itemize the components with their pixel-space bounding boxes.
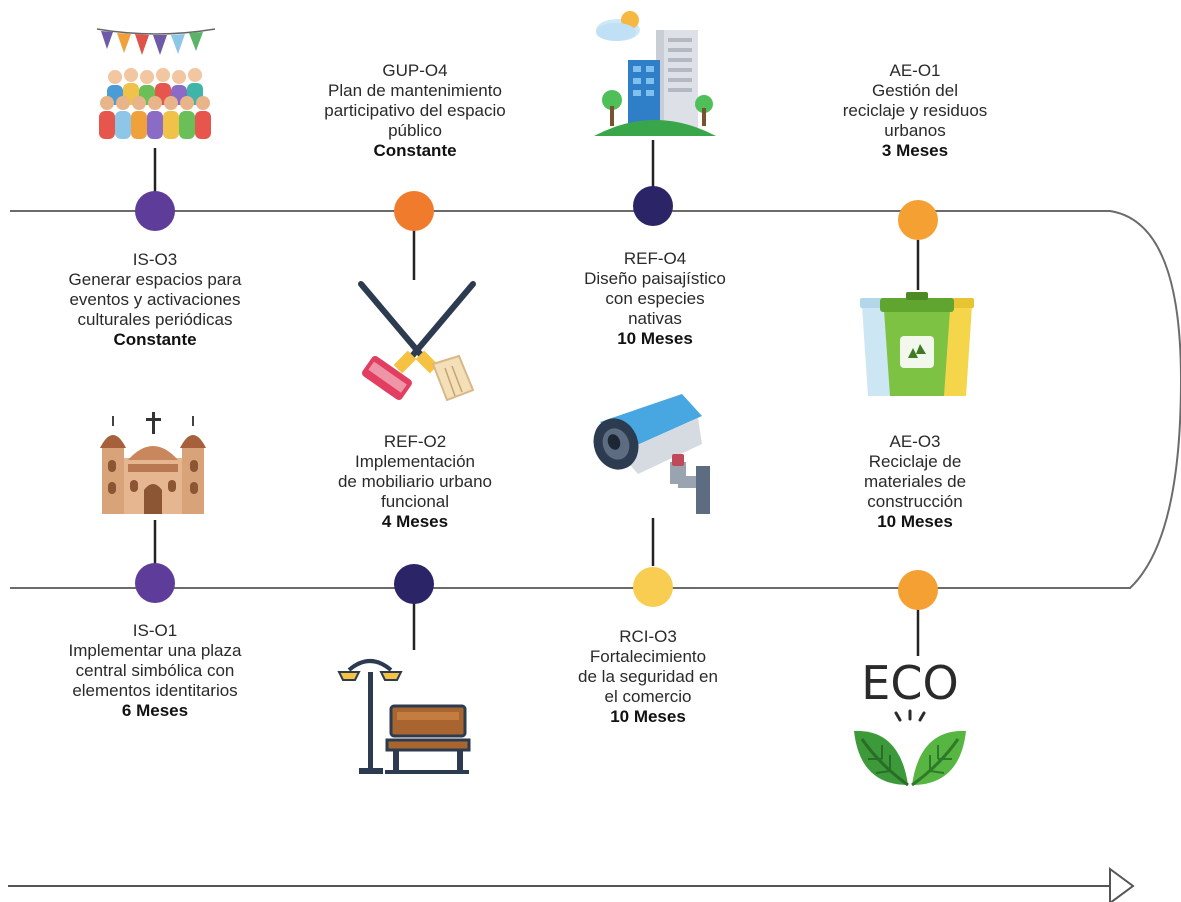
milestone-duration: 3 Meses: [881, 141, 949, 160]
milestone-description: central simbólica con: [75, 661, 235, 680]
milestone-description: funcional: [380, 492, 450, 511]
milestone-dot-ref-o2: [394, 564, 434, 604]
milestone-description: público: [388, 121, 442, 140]
milestone-description: elementos identitarios: [72, 681, 238, 700]
cathedral-icon: [100, 412, 206, 514]
security-camera-icon: [593, 394, 710, 514]
milestone-duration: 10 Meses: [617, 329, 693, 348]
milestone-code: REF-O2: [383, 432, 447, 451]
milestone-description: materiales de: [863, 472, 967, 491]
milestone-label-rci-o3: RCI-O3 Fortalecimiento de la seguridad e…: [548, 627, 748, 727]
milestone-description: con especies: [605, 289, 705, 308]
milestone-code: RCI-O3: [619, 627, 677, 646]
milestone-duration: 10 Meses: [877, 512, 953, 531]
paint-roller-broom-icon: [358, 281, 476, 402]
milestone-label-ref-o2: REF-O2 Implementación de mobiliario urba…: [305, 432, 525, 532]
eco-text: ECO: [861, 656, 958, 710]
milestone-code: GUP-O4: [382, 61, 448, 80]
milestone-description: de mobiliario urbano: [337, 472, 493, 491]
milestone-duration: Constante: [373, 141, 457, 160]
milestone-description: Fortalecimiento: [589, 647, 707, 666]
milestone-dot-gup-o4: [394, 191, 434, 231]
milestone-dot-rci-o3: [633, 567, 673, 607]
timeline-track: [10, 210, 1181, 589]
milestone-label-ref-o4: REF-O4 Diseño paisajístico con especies …: [555, 249, 755, 349]
milestone-label-ae-o3: AE-O3 Reciclaje de materiales de constru…: [820, 432, 1010, 532]
milestone-code: AE-O1: [889, 61, 941, 80]
milestone-description: Generar espacios para: [68, 270, 242, 289]
milestone-code: IS-O1: [132, 621, 178, 640]
milestone-description: Implementar una plaza: [68, 641, 242, 660]
eco-leaves-icon: ECO: [854, 656, 966, 787]
milestone-dot-ref-o4: [633, 186, 673, 226]
milestone-description: construcción: [867, 492, 963, 511]
milestone-dot-is-o3: [135, 191, 175, 231]
festival-crowd-icon: [96, 28, 216, 139]
milestone-description: nativas: [628, 309, 682, 328]
milestone-dot-ae-o1: [898, 200, 938, 240]
milestone-description: Diseño paisajístico: [584, 269, 726, 288]
milestone-description: Implementación: [354, 452, 475, 471]
milestone-code: REF-O4: [623, 249, 687, 268]
milestone-label-ae-o1: AE-O1 Gestión del reciclaje y residuos u…: [810, 61, 1020, 161]
connectors: [153, 140, 920, 656]
milestone-label-is-o1: IS-O1 Implementar una plaza central simb…: [45, 621, 265, 721]
milestone-dot-is-o1: [135, 563, 175, 603]
recycling-bins-icon: [860, 292, 974, 396]
milestone-description: Plan de mantenimiento: [328, 81, 502, 100]
milestone-description: el comercio: [604, 687, 692, 706]
bench-streetlamp-icon: [337, 659, 471, 774]
milestone-description: Gestión del: [872, 81, 958, 100]
milestone-label-is-o3: IS-O3 Generar espacios para eventos y ac…: [45, 250, 265, 350]
milestone-code: AE-O3: [889, 432, 941, 451]
milestone-description: Reciclaje de: [868, 452, 962, 471]
milestone-duration: 10 Meses: [610, 707, 686, 726]
time-arrow: [8, 867, 1135, 902]
milestone-description: culturales periódicas: [77, 310, 233, 329]
milestone-duration: Constante: [113, 330, 197, 349]
milestone-label-gup-o4: GUP-O4 Plan de mantenimiento participati…: [305, 61, 525, 161]
milestone-duration: 6 Meses: [121, 701, 189, 720]
milestone-duration: 4 Meses: [381, 512, 449, 531]
milestone-description: reciclaje y residuos: [842, 101, 988, 120]
milestone-description: urbanos: [884, 121, 946, 140]
city-buildings-icon: [594, 11, 716, 136]
milestone-code: IS-O3: [132, 250, 178, 269]
milestone-dot-ae-o3: [898, 570, 938, 610]
milestone-description: de la seguridad en: [578, 667, 718, 686]
milestone-description: participativo del espacio: [324, 101, 506, 120]
milestone-description: eventos y activaciones: [69, 290, 241, 309]
